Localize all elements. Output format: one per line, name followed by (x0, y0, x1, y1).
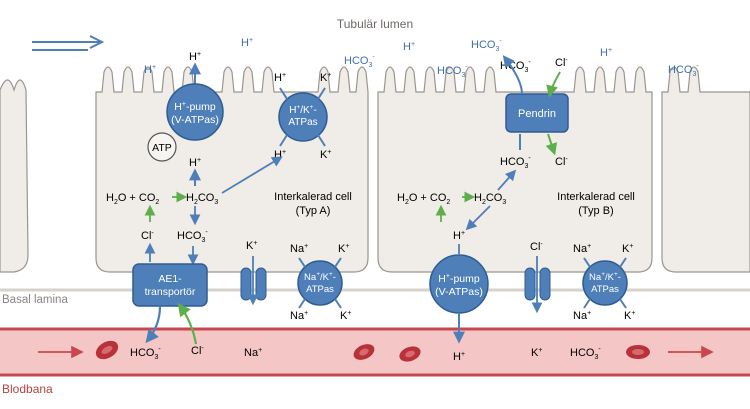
blood-h: H+ (453, 351, 465, 363)
blood-vessel (0, 329, 750, 375)
b-h-pump-label-1: H+-pump (438, 273, 480, 285)
a-k-channel (240, 267, 267, 301)
b-h2co3: H2CO3 (474, 192, 506, 206)
lumen-h-2: H+ (241, 37, 253, 49)
a-h2co3: H2CO3 (186, 192, 218, 206)
lumen-hco3-1: HCO3- (344, 54, 375, 69)
a-hk-label-2: ATPas (288, 117, 317, 128)
b-cl-channel (524, 267, 551, 301)
b-nak-na-out: Na+ (573, 310, 591, 322)
a-nak-label-2: ATPas (306, 284, 334, 295)
b-nak-na-in: Na+ (573, 243, 591, 255)
lumen-hco3-2: HCO3- (437, 64, 468, 79)
cell-right-edge (661, 66, 750, 273)
b-reaction: H2O+ CO2 (397, 192, 450, 206)
blood-ions: HCO3- Cl- Na+ H+ K+ HCO3- (130, 345, 601, 363)
a-reaction: H2O+ CO2 (106, 192, 159, 206)
blood-na: Na+ (244, 347, 262, 359)
a-cell-label-1: Interkalerad cell (274, 191, 352, 203)
cell-type-a (95, 66, 369, 273)
a-h-pump-label-1: H+-pump (174, 101, 216, 113)
blood-cl-1: Cl- (191, 345, 204, 357)
b-nak-label-2: ATPas (591, 284, 619, 295)
pendrin-label: Pendrin (518, 108, 556, 120)
a-nak-atpase (297, 260, 343, 306)
b-pendrin-hco3-in: HCO3- (500, 155, 531, 170)
a-cell-label-2: (Typ A) (296, 205, 331, 217)
a-hk-h-in: H+ (274, 149, 286, 161)
a-nak-k-in: K+ (338, 243, 349, 255)
a-h-pump-label-2: (V-ATPas) (171, 114, 219, 126)
b-cell-label-2: (Typ B) (578, 205, 613, 217)
lumen-ions: H+ H+ HCO3- H+ HCO3- HCO3- H+ HCO3- (144, 37, 699, 79)
lumen-hco3-3: HCO3- (471, 38, 502, 53)
lumen-hco3-4: HCO3- (668, 63, 699, 78)
pendrin (505, 93, 569, 133)
atp-circle (147, 132, 177, 162)
b-h-pump-label-2: (V-ATPas) (435, 286, 483, 298)
a-nak-k-out: K+ (340, 310, 351, 322)
a-hk-atpase (278, 92, 328, 142)
a-hco3-in: HCO3- (177, 229, 208, 244)
b-nak-label-1: Na+/K+- (589, 271, 621, 283)
blood-k: K+ (531, 347, 542, 359)
blood-hco3-2: HCO3- (570, 346, 601, 361)
a-cl-in: Cl- (141, 230, 154, 242)
a-k-channel-k: K+ (246, 240, 257, 252)
a-hpump-h-in: H+ (189, 157, 201, 169)
b-pendrin-hco3-out: HCO3- (500, 59, 531, 74)
ae1-label-1: AE1- (158, 273, 182, 285)
a-nak-na-in: Na+ (290, 243, 308, 255)
lumen-h-4: H+ (600, 47, 612, 59)
a-nak-na-out: Na+ (290, 310, 308, 322)
a-hk-h-out: H+ (274, 72, 286, 84)
blood-hco3: HCO3- (130, 346, 161, 361)
lumen-title: Tubulär lumen (337, 17, 413, 31)
a-hk-label-1: H+/K+- (289, 104, 317, 116)
a-hpump-h-out: H+ (189, 51, 201, 63)
lumen-h-1: H+ (144, 64, 156, 76)
ae1-transporter (132, 263, 208, 307)
a-hk-k-out: K+ (320, 72, 331, 84)
b-cl-channel-cl: Cl- (530, 241, 543, 253)
blood-label: Blodbana (2, 382, 53, 396)
b-cell-label-1: Interkalerad cell (557, 191, 635, 203)
a-nak-label-1: Na+/K+- (304, 271, 336, 283)
atp-label: ATP (152, 142, 172, 154)
b-nak-k-in: K+ (622, 243, 633, 255)
b-nak-atpase (582, 260, 628, 306)
cell-left-edge (0, 79, 29, 273)
lumen-h-3: H+ (403, 41, 415, 53)
b-pendrin-cl-out: Cl- (555, 57, 568, 69)
cell-type-b (377, 66, 653, 273)
basal-lamina-label: Basal lamina (2, 294, 68, 306)
b-nak-k-out: K+ (624, 310, 635, 322)
b-pendrin-cl-in: Cl- (555, 156, 568, 168)
a-h-pump (166, 83, 224, 141)
b-h-in: H+ (453, 230, 465, 242)
a-hk-k-in: K+ (320, 149, 331, 161)
lumen-flow-arrow (32, 35, 105, 51)
ae1-label-2: transportör (145, 286, 196, 298)
